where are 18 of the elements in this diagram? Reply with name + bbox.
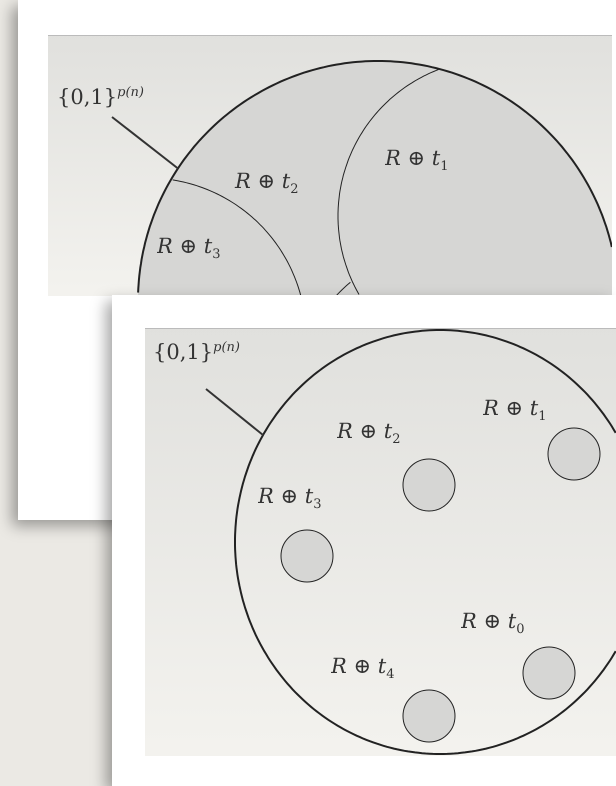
set-label: R ⊕ t$_{1}$ bbox=[385, 148, 448, 174]
set-circle bbox=[331, 656, 456, 742]
set-label: R ⊕ t$_{3}$ bbox=[258, 486, 322, 512]
set-label: R ⊕ t$_{3}$ bbox=[157, 236, 220, 262]
set-circle bbox=[258, 486, 334, 582]
set-label: {0,1}$^{p(n)}$ bbox=[153, 341, 240, 363]
set-label: R ⊕ t$_{1}$ bbox=[483, 398, 546, 424]
leader-line bbox=[111, 116, 179, 170]
set-label: R ⊕ t$_{4}$ bbox=[331, 656, 394, 682]
set-label: R ⊕ t$_{2}$ bbox=[235, 171, 298, 196]
set-label: R ⊕ t$_{0}$ bbox=[461, 611, 524, 636]
set-circle bbox=[338, 68, 448, 295]
set-label: {0,1}$^{p(n)}$ bbox=[57, 86, 144, 108]
set-label: R ⊕ t$_{2}$ bbox=[337, 421, 400, 446]
leader-line bbox=[205, 388, 264, 436]
set-circle bbox=[337, 421, 456, 512]
set-circle bbox=[461, 611, 576, 700]
set-circle bbox=[483, 398, 600, 480]
